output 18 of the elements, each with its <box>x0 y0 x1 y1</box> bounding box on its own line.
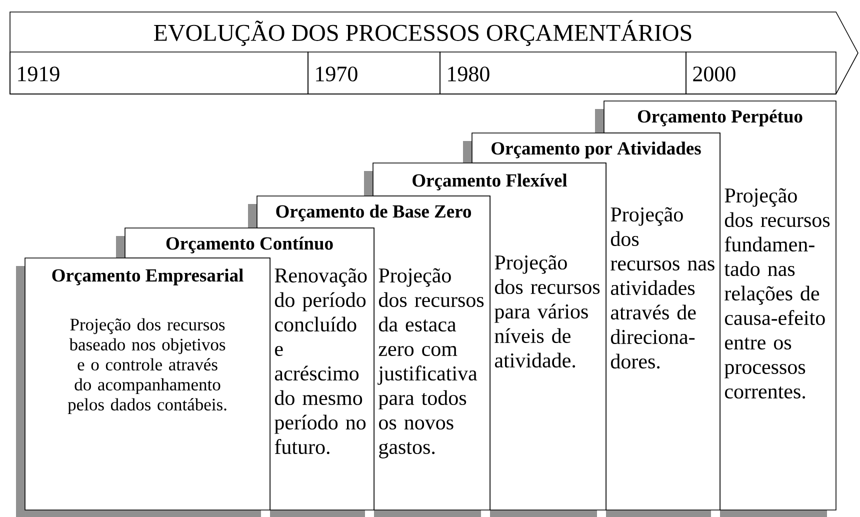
card-heading: Orçamento por Atividades <box>492 142 701 158</box>
card-text: Projeção dos recursos fundamen- tado nas relações de causa-efeito entre os processos correntes. <box>724 188 830 399</box>
card-heading: Orçamento Flexível <box>412 174 568 190</box>
timeline-title: EVOLUÇÃO DOS PROCESSOS ORÇAMENTÁRIOS <box>154 20 692 46</box>
year-cell: 1970 <box>308 52 440 94</box>
card-text: Projeção dos recursos baseado nos objetivos e o controle através do acompanhamento pelos dados contábeis. <box>68 318 226 414</box>
card-text: Projeção dos recursos da estaca zero com justificativa para todos os novos gastos. <box>378 268 484 458</box>
year-cell: 1919 <box>10 52 308 94</box>
card-heading: Orçamento Empresarial <box>52 268 244 286</box>
card-heading: Orçamento de Base Zero <box>276 204 472 222</box>
year-cell: 2000 <box>686 52 836 94</box>
card-text: Renovação do período concluído e acréscimo do mesmo período no futuro. <box>274 268 367 454</box>
card-text: Projeção dos recursos nas atividades através de direciona- dores. <box>610 207 714 369</box>
budget-card <box>16 258 270 517</box>
year-cell: 1980 <box>440 52 686 94</box>
card-text: Projeção dos recursos para vários níveis de atividade. <box>494 255 600 368</box>
card-heading: Orçamento Contínuo <box>166 236 333 254</box>
card-heading: Orçamento Perpétuo <box>638 110 802 126</box>
